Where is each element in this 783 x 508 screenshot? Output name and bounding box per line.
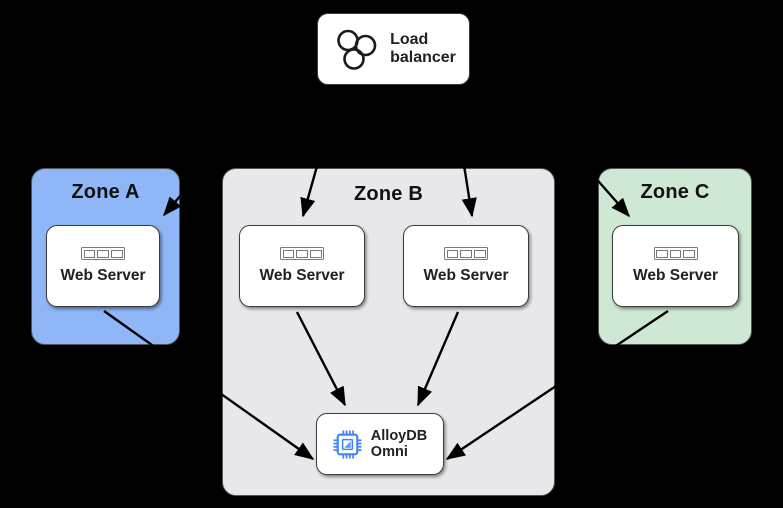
- cpu-chip-icon: [333, 429, 362, 459]
- server-rack-icon: [444, 247, 488, 261]
- zone-a-web-server-label: Web Server: [60, 267, 146, 285]
- zone-b-web-server-1-node[interactable]: Web Server: [239, 225, 365, 307]
- alloydb-omni-label-line2: Omni: [370, 444, 408, 460]
- alloydb-omni-label: AlloyDB Omni: [371, 428, 427, 460]
- alloydb-omni-node[interactable]: AlloyDB Omni: [316, 413, 444, 475]
- zone-a-label: Zone A: [71, 181, 140, 203]
- alloydb-omni-label-line1: AlloyDB: [370, 427, 428, 444]
- zone-b-web-server-2-node[interactable]: Web Server: [403, 225, 529, 307]
- zone-c-web-server-node[interactable]: Web Server: [612, 225, 739, 307]
- load-balancer-label-line2: balancer: [390, 49, 456, 66]
- load-balancer-label: Load balancer: [390, 31, 456, 67]
- load-balancer-node[interactable]: Load balancer: [317, 13, 470, 85]
- zone-a-web-server-node[interactable]: Web Server: [46, 225, 160, 307]
- load-balancer-circles-icon: [337, 29, 377, 70]
- zone-b-web-server-2-label: Web Server: [423, 267, 509, 285]
- zone-c-label: Zone C: [640, 181, 710, 203]
- zone-b-web-server-1-label: Web Server: [259, 267, 345, 285]
- load-balancer-label-line1: Load: [390, 31, 429, 49]
- server-rack-icon: [81, 247, 125, 261]
- server-rack-icon: [280, 247, 324, 261]
- zone-b-label: Zone B: [354, 183, 423, 205]
- server-rack-icon: [653, 247, 698, 261]
- zone-c-web-server-label: Web Server: [632, 267, 718, 285]
